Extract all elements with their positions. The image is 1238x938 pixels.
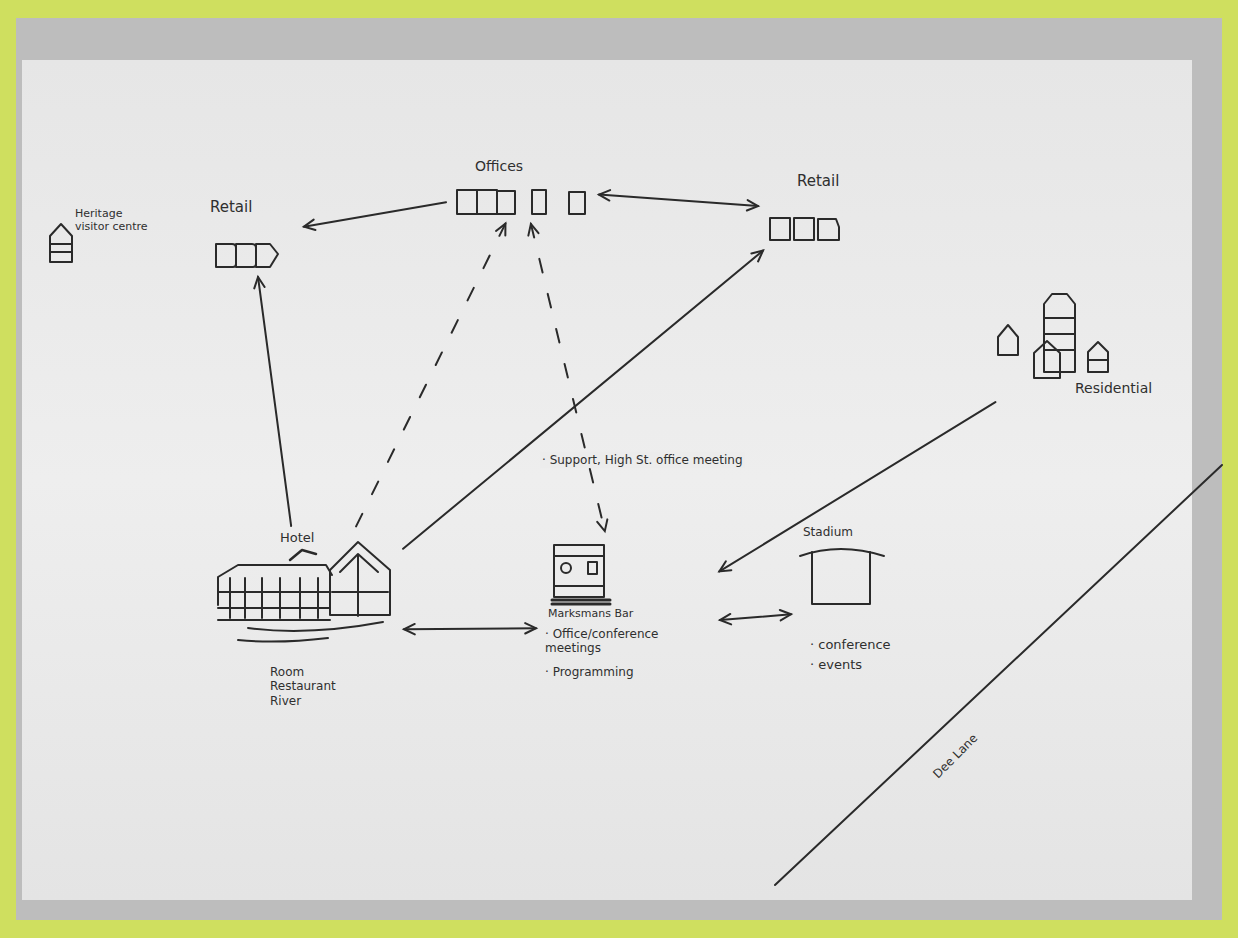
node-title: Hotel — [280, 530, 314, 546]
sketch-stroke — [218, 592, 330, 620]
note-text: · Support, High St. office meeting — [540, 452, 745, 468]
sketch-stroke — [532, 190, 546, 214]
connector-arrow — [719, 402, 995, 571]
residential-group: Residential — [990, 285, 1195, 400]
sketch-stroke — [561, 563, 571, 573]
retail-group: Retail — [205, 198, 300, 273]
connector-arrow — [304, 202, 446, 230]
sketch-stroke — [1088, 342, 1108, 372]
hub-building — [552, 545, 610, 604]
dashed-connector — [356, 224, 505, 527]
sketch-stroke — [554, 545, 604, 597]
arrow-head — [404, 624, 415, 634]
connector-line — [404, 628, 536, 629]
road-line — [775, 465, 1222, 885]
sketch-stroke — [457, 190, 477, 214]
node-note: · Office/conference meetings — [545, 627, 713, 656]
sketch-stroke — [332, 554, 388, 616]
sketch-stroke — [588, 562, 597, 574]
connector-line — [304, 202, 446, 226]
arrow-head — [720, 614, 731, 624]
connector-line — [258, 277, 291, 526]
arrow-head — [496, 224, 505, 236]
connector-arrow — [403, 251, 763, 549]
sketch-stroke — [50, 190, 1222, 885]
heritage-centre: Heritage visitor centre — [45, 205, 156, 267]
connector-line — [531, 224, 605, 531]
stadium-icon — [800, 549, 884, 604]
sketch-stroke — [50, 224, 72, 262]
office-icons — [457, 190, 585, 214]
hub-building: Marksmans Bar · Office/conference meeting… — [540, 535, 716, 720]
sketch-stroke — [238, 622, 383, 642]
connector-arrow — [404, 623, 536, 634]
node-note: · Programming — [545, 665, 634, 679]
sketch-stroke — [236, 244, 256, 267]
sketch-stroke — [216, 244, 236, 267]
arrow-head — [597, 519, 607, 531]
connector-line — [719, 402, 995, 571]
node-title: Marksmans Bar — [548, 607, 633, 620]
sketch-stroke — [812, 552, 870, 604]
node-title: Stadium — [803, 525, 853, 539]
arrow-head — [599, 190, 610, 200]
connector-line — [403, 251, 763, 549]
retail-icons-right — [770, 218, 839, 240]
sketch-stroke — [230, 578, 318, 618]
sketch-stroke — [554, 556, 604, 586]
stadium: Stadium · conference · events — [795, 525, 955, 690]
connector-line — [720, 614, 791, 620]
node-note: · conference — [810, 637, 891, 653]
node-note: Room Restaurant River — [270, 665, 360, 708]
residential-icons — [998, 294, 1108, 378]
sketch-stroke — [818, 219, 839, 240]
connector-line — [356, 224, 505, 527]
sketch-stroke — [1034, 341, 1060, 378]
connector-arrow — [599, 190, 758, 210]
sketch-stroke — [794, 218, 814, 240]
node-title: Heritage visitor centre — [75, 207, 153, 233]
dashed-connector — [528, 224, 607, 531]
arrow-head — [525, 623, 536, 633]
arrow-head — [747, 200, 758, 210]
node-title: Offices — [475, 158, 523, 175]
heritage-icon — [50, 224, 72, 262]
arrow-head — [719, 561, 731, 571]
sketch-stroke — [552, 600, 610, 604]
sketch-stroke — [569, 192, 585, 214]
retail-group: Retail — [762, 172, 862, 248]
sketch-stroke — [770, 218, 790, 240]
sketch-stroke — [330, 542, 390, 615]
node-title: Retail — [797, 172, 839, 190]
arrow-head — [751, 251, 763, 262]
arrow-head — [254, 277, 264, 288]
offices-group: Offices — [450, 158, 595, 220]
arrow-head — [528, 224, 538, 236]
connector-arrow — [254, 277, 291, 526]
connector-line — [599, 195, 758, 207]
retail-icons-left — [216, 244, 278, 267]
node-note: · events — [810, 657, 862, 673]
node-title: Retail — [210, 198, 252, 216]
node-title: Residential — [1075, 380, 1152, 397]
hotel-sketch — [218, 542, 390, 642]
sketch-stroke — [218, 565, 332, 605]
arrow-head — [304, 220, 316, 230]
sketch-stroke — [290, 550, 316, 560]
sketch-stroke — [998, 325, 1018, 355]
paper-sheet — [22, 60, 1192, 900]
hotel: HotelRoom Restaurant River — [210, 530, 400, 730]
arrow-head — [780, 610, 791, 620]
connector-arrow — [720, 610, 791, 624]
sketch-stroke — [256, 244, 278, 267]
sketch-stroke — [497, 191, 515, 214]
sketch-stroke — [477, 190, 497, 214]
